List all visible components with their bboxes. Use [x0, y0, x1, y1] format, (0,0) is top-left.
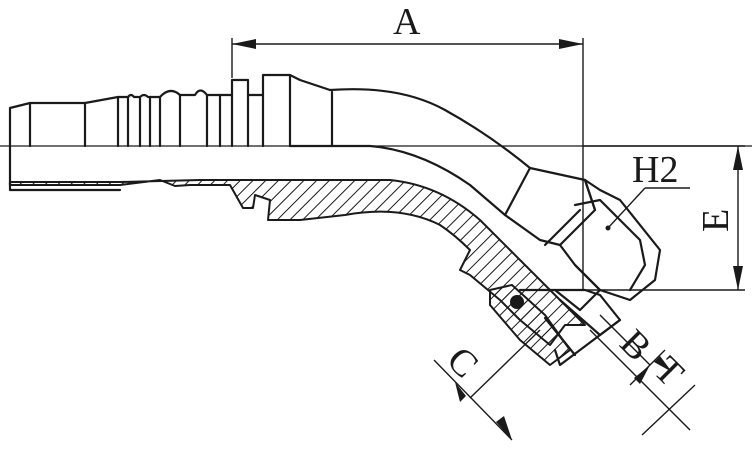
leader-h2	[605, 187, 690, 231]
section-view	[8, 179, 586, 366]
o-ring	[510, 295, 524, 309]
label-h2: H2	[632, 149, 678, 191]
label-c: C	[439, 339, 487, 387]
dimension-c	[433, 329, 541, 441]
dimension-b-t	[589, 314, 696, 436]
label-a: A	[393, 1, 421, 43]
label-e: E	[695, 209, 737, 232]
label-t: T	[646, 349, 692, 395]
dimension-a	[231, 38, 584, 290]
upper-outline	[8, 73, 532, 217]
dimension-e	[583, 145, 745, 291]
